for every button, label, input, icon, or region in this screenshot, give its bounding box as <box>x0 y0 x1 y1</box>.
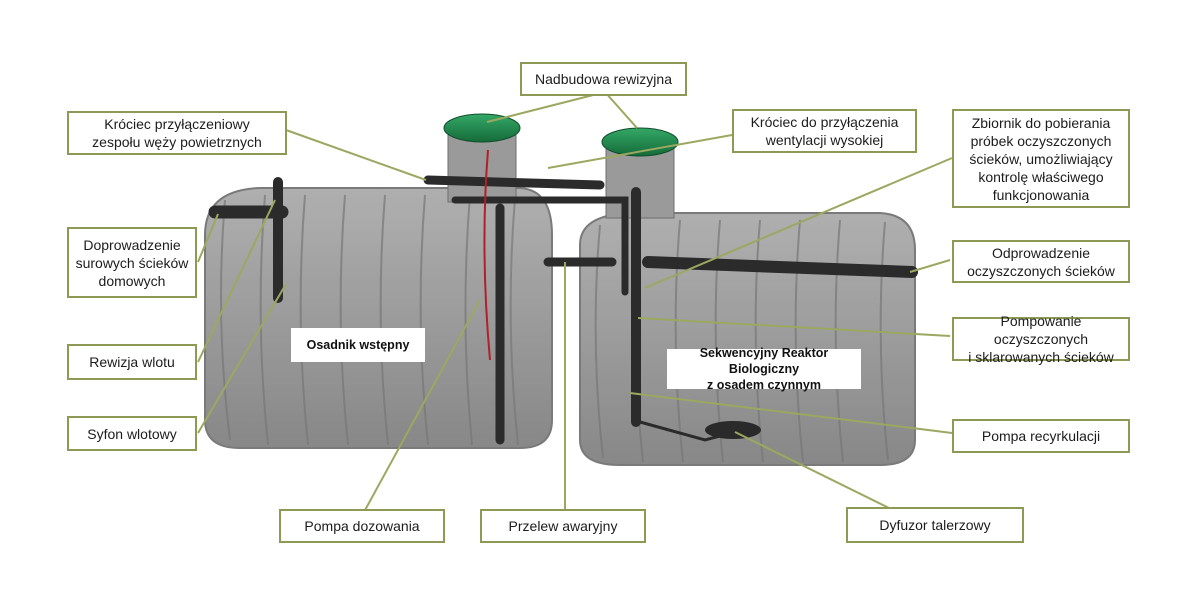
reactor-label: Sekwencyjny Reaktor Biologiczny z osadem… <box>667 346 861 392</box>
callout-treated-outlet: Odprowadzenie oczyszczonych ścieków <box>952 240 1130 283</box>
callout-inlet-inspection: Rewizja wlotu <box>67 344 197 380</box>
callout-recirculation-pump: Pompa recyrkulacji <box>952 419 1130 453</box>
pipework <box>208 175 918 445</box>
callout-inspection-riser: Nadbudowa rewizyjna <box>520 62 687 96</box>
primary-settler-label: Osadnik wstępny <box>291 328 425 362</box>
leader-lines <box>197 91 953 513</box>
callout-ventilation-connector: Króciec do przyłączenia wentylacji wysok… <box>732 109 917 153</box>
primary-settler-tank <box>204 187 553 449</box>
inspection-riser-left <box>443 113 521 203</box>
callout-sample-tank: Zbiornik do pobierania próbek oczyszczon… <box>952 109 1130 208</box>
disc-diffuser <box>705 421 761 439</box>
callout-disc-diffuser: Dyfuzor talerzowy <box>846 507 1024 543</box>
callout-raw-sewage-inlet: Doprowadzenie surowych ścieków domowych <box>67 227 197 298</box>
callout-clarified-pumping: Pompowanie oczyszczonych i sklarowanych … <box>952 313 1130 365</box>
callout-emergency-overflow: Przelew awaryjny <box>480 509 646 543</box>
callout-dosing-pump: Pompa dozowania <box>279 509 445 543</box>
callout-inlet-siphon: Syfon wlotowy <box>67 416 197 451</box>
callout-air-hose-connector: Króciec przyłączeniowy zespołu węży powi… <box>67 111 287 155</box>
